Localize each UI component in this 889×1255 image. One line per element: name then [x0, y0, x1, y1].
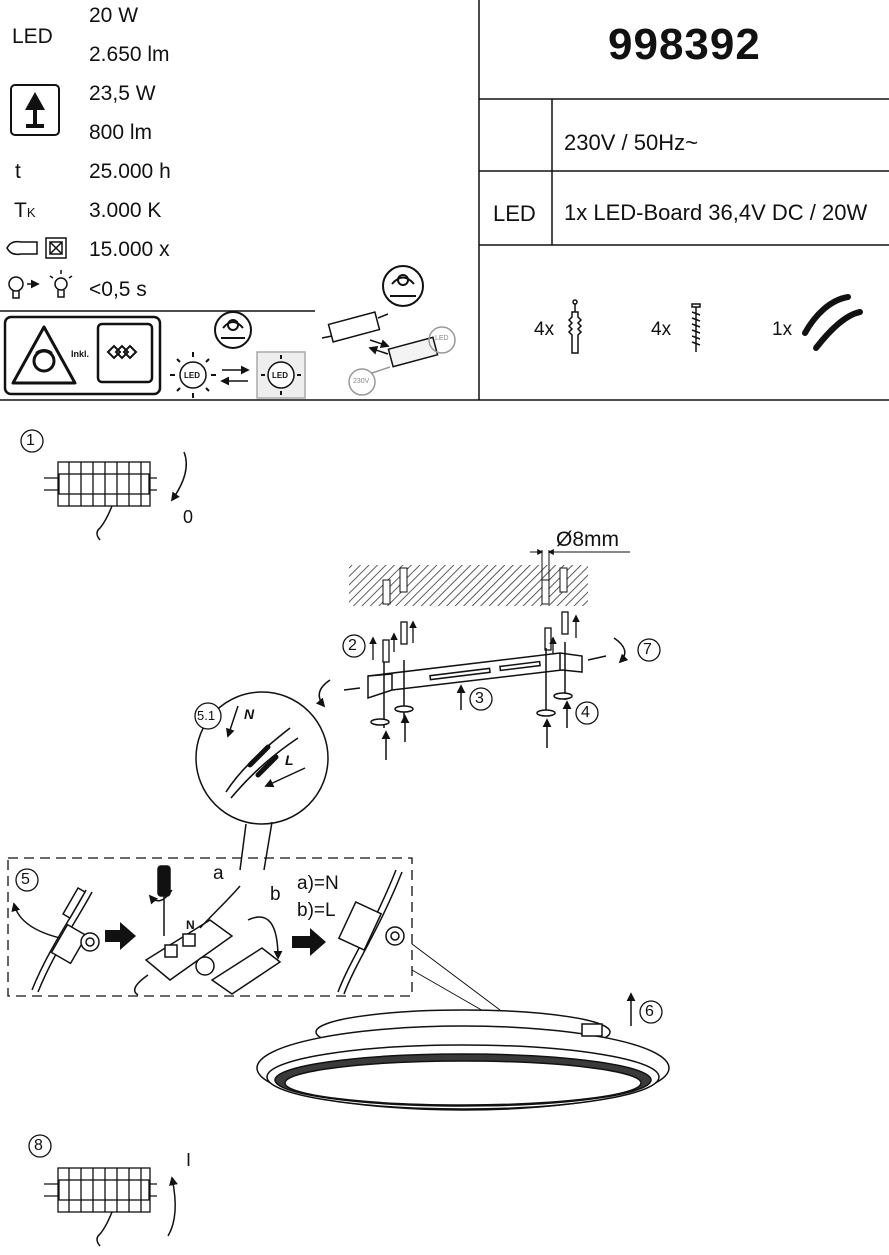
wall-dowel-icon: [567, 299, 583, 354]
led-bulb-label-2: LED: [272, 371, 288, 380]
step-1-number: 1: [26, 432, 35, 449]
breaker-on-icon: [44, 1167, 178, 1247]
wire-detail-circle: [195, 691, 329, 871]
lamp-icon: [10, 84, 60, 136]
inkl-label: Inkl.: [71, 349, 90, 359]
driver-230v-label: 230V: [353, 378, 370, 385]
driver-led-label: LED: [435, 335, 449, 342]
mounting-parts: [369, 611, 580, 663]
wire-n-label: N: [244, 706, 255, 722]
startup-time-icon: [8, 270, 73, 299]
electrician-icon-2: [382, 265, 424, 307]
step-2-number: 2: [348, 637, 357, 654]
led-flux: 2.650 lm: [89, 43, 170, 66]
spec-table-frame: [0, 0, 889, 401]
tk-value: 3.000 K: [89, 199, 162, 222]
step-8-number: 8: [34, 1137, 43, 1154]
led-power: 20 W: [89, 4, 139, 27]
terminal-n-label: N: [186, 918, 195, 932]
dowel-qty: 4x: [534, 319, 555, 340]
equiv-flux: 800 lm: [89, 121, 153, 144]
switch-cycle-icon: [6, 237, 67, 259]
voltage: 230V / 50Hz~: [564, 130, 698, 155]
cable-qty: 1x: [772, 319, 793, 340]
led-label: LED: [12, 25, 53, 48]
step-circles: [15, 429, 663, 1158]
led-bulb-label: LED: [184, 371, 200, 380]
step-6-number: 6: [645, 1003, 654, 1020]
ceiling-lamp: [256, 992, 670, 1111]
article-number: 998392: [608, 20, 761, 69]
ceiling-section: [349, 549, 630, 606]
connection-panel: [7, 857, 413, 997]
led-row-label: LED: [493, 201, 536, 226]
mounting-bracket: [315, 637, 629, 760]
switch-cycles: 15.000 x: [89, 238, 170, 261]
equiv-power: 23,5 W: [89, 82, 156, 105]
driver-replace-icon: [321, 311, 456, 396]
step-4-number: 4: [581, 704, 590, 721]
switch-off-label: 0: [183, 507, 194, 527]
step-3-number: 3: [475, 690, 484, 707]
wire-b-label: b: [270, 884, 281, 905]
startup-time: <0,5 s: [89, 278, 147, 301]
screw-icon: [691, 303, 701, 352]
wire-l-label: L: [285, 752, 294, 768]
screw-qty: 4x: [651, 319, 672, 340]
drill-diameter: Ø8mm: [556, 528, 619, 551]
led-board: 1x LED-Board 36,4V DC / 20W: [564, 200, 868, 225]
assignment-b: b)=L: [297, 900, 336, 921]
feature-box: [3, 315, 162, 396]
assignment-a: a)=N: [297, 873, 339, 894]
tk-symbol: TK: [14, 199, 36, 222]
life-value: 25.000 h: [89, 160, 171, 183]
wire-a-label: a: [213, 863, 224, 884]
cable-icon: [802, 294, 863, 351]
step-7-number: 7: [643, 641, 652, 658]
step-5-number: 5: [21, 871, 30, 888]
breaker-off-icon: [44, 451, 187, 541]
step-51-number: 5.1: [197, 708, 216, 723]
life-symbol: t: [15, 160, 21, 183]
led-replace-icon: [170, 351, 306, 399]
electrician-icon: [214, 311, 252, 349]
switch-on-label: I: [186, 1150, 192, 1170]
